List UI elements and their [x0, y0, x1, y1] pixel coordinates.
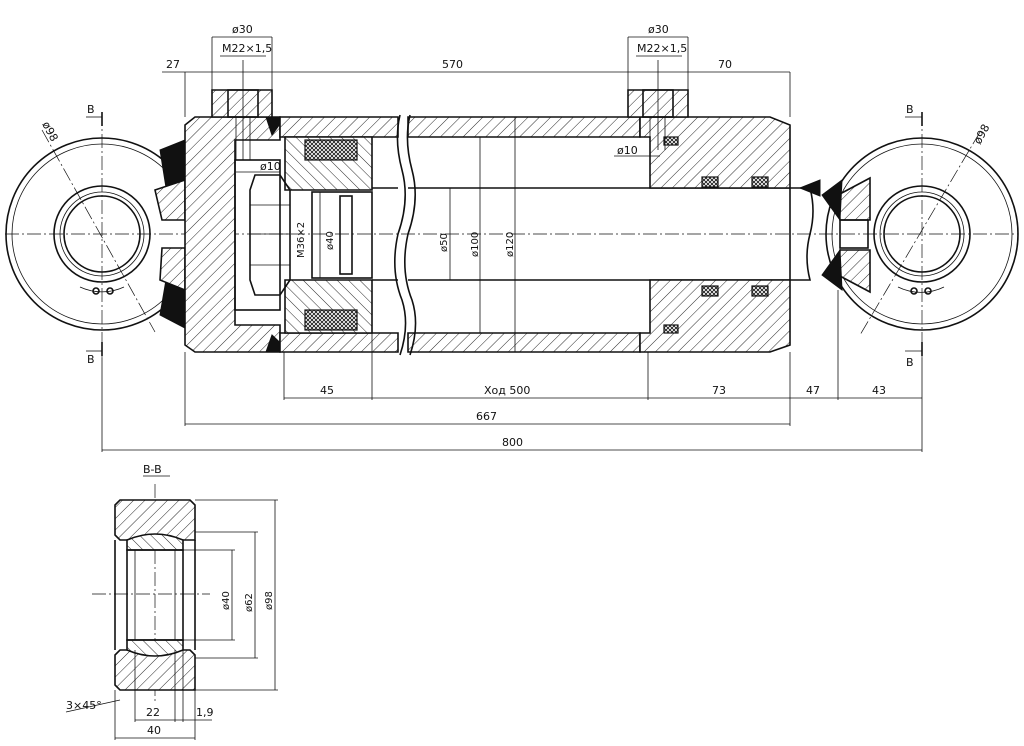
- cylinder-barrel: [279, 114, 641, 356]
- dim-d10-right: ø10: [617, 144, 638, 157]
- section-marks: B B B B: [86, 103, 923, 369]
- cylinder-cap: [184, 89, 292, 353]
- section-mark-top-right: B: [906, 103, 914, 116]
- dim-73: 73: [712, 384, 726, 397]
- section-b-b-view: B-B ø40 ø62 ø98 3×45°: [65, 463, 278, 740]
- section-title: B-B: [143, 463, 162, 476]
- section-mark-bottom-left: B: [87, 353, 95, 366]
- dim-d10-left: ø10: [260, 160, 281, 173]
- rod-gland: [627, 89, 821, 353]
- section-mark-bottom-right: B: [906, 356, 914, 369]
- dim-70: 70: [718, 58, 732, 71]
- section-w22: 22: [146, 706, 160, 719]
- section-d98: ø98: [264, 591, 275, 610]
- dim-27: 27: [166, 58, 180, 71]
- section-w19: 1,9: [196, 706, 214, 719]
- piston-rod: [372, 187, 814, 281]
- dim-thread-left: M22×1,5: [222, 42, 272, 55]
- dim-d30-right: ø30: [648, 23, 669, 36]
- section-w40: 40: [147, 724, 161, 737]
- dim-d30-left: ø30: [232, 23, 253, 36]
- dim-47: 47: [806, 384, 820, 397]
- dim-stroke: Ход 500: [484, 384, 530, 397]
- section-chamfer: 3×45°: [66, 699, 102, 712]
- right-eye-bearing: [821, 137, 1019, 331]
- dim-d98-right: ø98: [971, 122, 992, 146]
- dim-667: 667: [476, 410, 497, 423]
- bottom-dimensions: 45 Ход 500 73 47 43 667 800: [101, 290, 923, 452]
- dim-d50: ø50: [439, 233, 450, 252]
- dim-43: 43: [872, 384, 886, 397]
- dim-m36: M36×2: [296, 222, 307, 258]
- piston: [249, 136, 373, 334]
- section-d62: ø62: [244, 593, 255, 612]
- dim-thread-right: M22×1,5: [637, 42, 687, 55]
- dim-800: 800: [502, 436, 523, 449]
- dim-d120: ø120: [505, 232, 516, 257]
- left-eye-bearing: [5, 137, 199, 331]
- dim-45: 45: [320, 384, 334, 397]
- top-dimensions: ø30 M22×1,5 ø30 M22×1,5 27 570 70: [162, 23, 791, 117]
- dim-d40-rod: ø40: [325, 231, 336, 250]
- section-d40: ø40: [221, 591, 232, 610]
- center-lines: [5, 112, 1018, 358]
- section-mark-top-left: B: [87, 103, 95, 116]
- dim-570: 570: [442, 58, 463, 71]
- dim-d100: ø100: [470, 232, 481, 257]
